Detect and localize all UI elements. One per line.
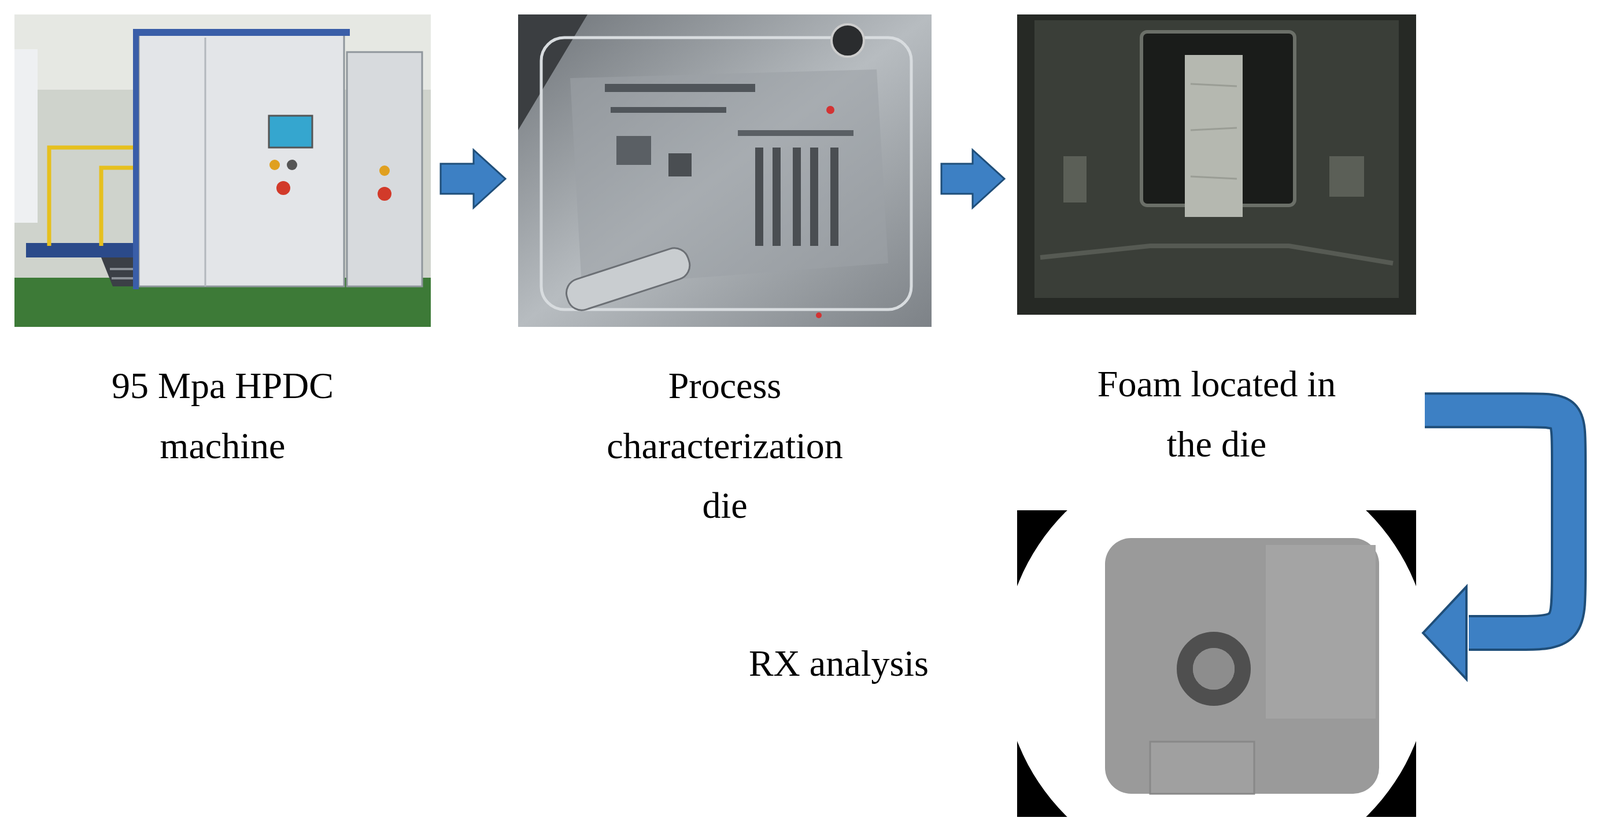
block-arrow <box>440 149 506 208</box>
caption: RX analysis <box>748 633 929 694</box>
red-marker <box>826 105 835 114</box>
photo-frame <box>518 14 932 327</box>
arrow-body <box>1424 409 1569 633</box>
block-arrow <box>941 149 1005 208</box>
button <box>379 165 390 176</box>
foam-texture <box>1190 176 1237 179</box>
die-slot <box>737 130 854 136</box>
arrow-head <box>1423 586 1467 679</box>
photo-background <box>1017 14 1417 315</box>
die-insert <box>616 135 652 165</box>
red-marker <box>815 312 822 319</box>
casting-region <box>1265 544 1376 719</box>
die-slot <box>772 147 781 246</box>
die-cavity <box>570 69 889 287</box>
machine-cabinet <box>138 31 345 287</box>
arrow-shape <box>941 149 1005 208</box>
button <box>276 180 291 195</box>
foam-photo <box>1017 14 1417 315</box>
photo-background <box>14 14 431 327</box>
die-slot <box>792 147 801 246</box>
casting-feature <box>1150 741 1255 794</box>
background-equipment <box>14 49 38 223</box>
xray-image <box>1002 449 1431 836</box>
control-screen <box>268 115 313 148</box>
cabinet-seam <box>204 37 207 287</box>
control-cabinet <box>346 52 423 287</box>
blue-frame <box>132 28 139 290</box>
photo-panel: Foam located in the die <box>1017 14 1417 474</box>
foam-texture <box>1190 83 1237 87</box>
shot-sleeve <box>562 244 694 314</box>
die-slot <box>755 147 764 246</box>
die-slot <box>810 147 819 246</box>
photo-panel: RX analysis <box>717 510 1417 817</box>
arrow-outline <box>1424 409 1569 633</box>
photo-frame <box>1017 14 1417 315</box>
die-hole <box>831 24 864 57</box>
blue-frame <box>132 28 350 36</box>
xray-field <box>1017 510 1417 817</box>
foam-core <box>1192 647 1235 690</box>
button <box>286 159 298 171</box>
foam-ring <box>1184 639 1243 698</box>
die-slot <box>1063 156 1087 203</box>
die-ledge <box>1040 245 1393 264</box>
photo-frame <box>1017 510 1417 817</box>
die-slot <box>604 83 756 92</box>
block-arrow <box>1423 409 1569 679</box>
caption: Process characterization die <box>586 355 864 536</box>
caption: Foam located in the die <box>1072 353 1362 474</box>
die-insert <box>668 153 692 177</box>
die-surface <box>518 14 932 327</box>
foam-texture <box>1190 127 1237 131</box>
foam-block <box>1184 54 1243 217</box>
caption: 95 Mpa HPDC machine <box>98 355 347 476</box>
machine-photo <box>14 14 431 327</box>
casting-shadow <box>1105 537 1380 794</box>
die-groove <box>541 37 912 310</box>
photo-panel: Process characterization die <box>518 14 932 536</box>
photo-frame <box>14 14 431 327</box>
button <box>377 186 392 201</box>
photo-panel: 95 Mpa HPDC machine <box>14 14 431 476</box>
arrow-shape <box>440 149 506 208</box>
die-slot <box>830 147 839 246</box>
die-slot <box>610 106 727 113</box>
die-slot <box>1329 156 1365 197</box>
xray-frame <box>1017 510 1417 817</box>
button <box>269 159 280 171</box>
die-half <box>1034 20 1399 298</box>
die-photo <box>518 14 932 327</box>
